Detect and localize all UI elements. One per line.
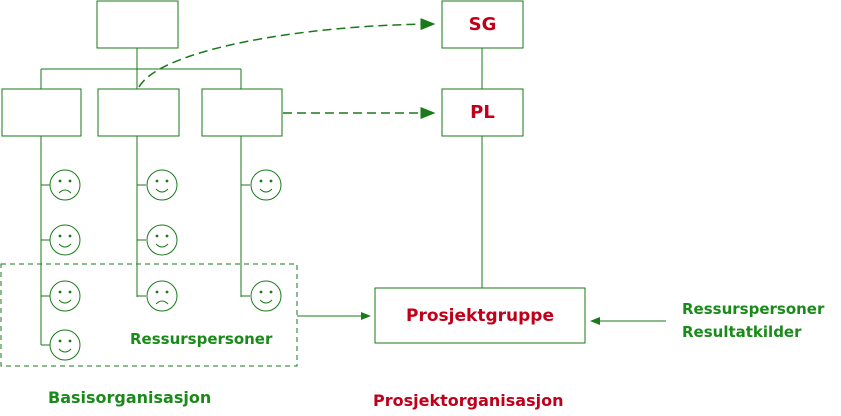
department-box-3	[201, 88, 283, 137]
happy-face-icon	[250, 169, 282, 201]
sad-face-icon	[146, 280, 178, 312]
pl-label: PL	[470, 102, 495, 123]
basisorganisasjon-label: Basisorganisasjon	[48, 388, 212, 407]
department-box-1	[1, 88, 82, 137]
people-faces	[49, 169, 282, 361]
happy-face-icon	[146, 169, 178, 201]
prosjektgruppe-box	[374, 287, 586, 344]
branch-lines	[41, 184, 250, 346]
external-results-label: Resultatkilder	[682, 323, 802, 341]
external-resources-label: Ressurspersoner	[682, 300, 825, 318]
happy-face-icon	[49, 280, 81, 312]
department-box-2	[97, 88, 180, 137]
resource-group-box	[0, 263, 298, 367]
prosjektorganisasjon-label: Prosjektorganisasjon	[373, 391, 564, 410]
sg-label: SG	[468, 14, 497, 35]
ressurspersoner-group-label: Ressurspersoner	[130, 330, 273, 348]
happy-face-icon	[49, 224, 81, 256]
dashed-arrow-to-sg	[138, 18, 436, 88]
happy-face-icon	[49, 329, 81, 361]
happy-face-icon	[250, 280, 282, 312]
happy-face-icon	[146, 224, 178, 256]
prosjektgruppe-label: Prosjektgruppe	[406, 305, 554, 326]
sad-face-icon	[49, 169, 81, 201]
top-org-box	[96, 0, 179, 49]
